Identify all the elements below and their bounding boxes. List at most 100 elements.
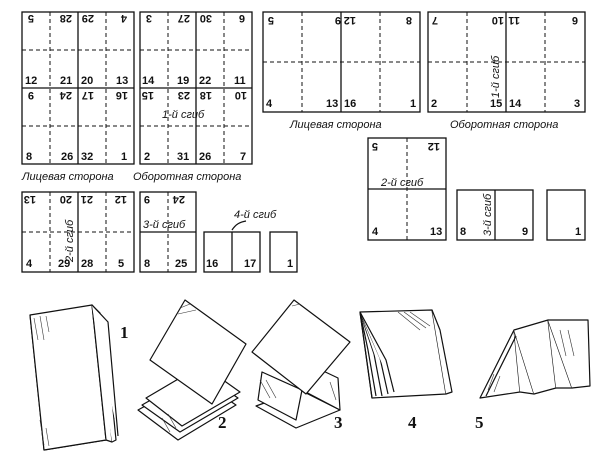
page-a-back-ml-0: 15 [142,89,154,101]
page-c-final-value: 1 [287,258,293,270]
page-b-back-bot-3: 3 [574,98,580,110]
page-c-fold4-0: 16 [206,258,218,270]
page-a-back-ml-1: 23 [178,89,190,101]
page-c-fold2-bot-3: 5 [118,258,124,270]
sheet-c-final-outline [269,231,298,273]
page-a-back-mu-0: 14 [142,75,155,87]
sheet-c-fold2-label: 2-й сгиб [64,219,76,263]
page-a-back-bot-2: 26 [199,151,211,163]
page-b-back-top-0: 7 [432,14,438,26]
page-a-front-top-1: 28 [60,12,72,24]
page-a-back-ml-3: 10 [235,89,247,101]
page-a-back-ml-2: 18 [200,89,212,101]
page-c-fold3-bot-1: 25 [175,258,187,270]
sheet-a-back-caption: Оборотная сторона [133,171,241,183]
page-b-fold2-bot-0: 4 [372,226,379,238]
sheet-a-front-caption: Лицевая сторона [21,171,114,183]
sheet-c-final: 1 [269,231,298,273]
page-a-front-bot-2: 32 [81,151,93,163]
page-b-front-top-1: 9 [335,14,341,26]
page-b-fold2-top-1: 12 [428,140,440,152]
booklet-illustration-4: 4 [359,309,453,432]
page-c-fold3-top-1: 24 [172,193,185,205]
page-c-fold2-top-3: 12 [115,193,127,205]
page-b-fold2-top-0: 5 [372,140,378,152]
page-a-front-mu-2: 20 [81,75,93,87]
page-c-fold2-bot-0: 4 [26,258,33,270]
page-c-fold2-top-1: 20 [60,193,72,205]
page-b-fold2-bot-1: 13 [430,226,442,238]
sheet-c-fold3-label: 3-й сгиб [143,219,186,231]
page-c-fold2-bot-2: 28 [81,258,93,270]
page-c-fold2-top-2: 21 [81,193,93,205]
page-b-front-bot-1: 13 [326,98,338,110]
sheet-b-fold3-label: 3-й сгиб [482,193,494,236]
sheet-b-front: 5 9 12 8 4 13 16 1 Лицевая сторона [262,11,421,131]
page-a-front-top-0: 5 [28,12,34,24]
page-b-fold4-value: 1 [575,226,581,238]
page-b-front-top-3: 8 [406,14,412,26]
page-a-front-ml-1: 24 [59,89,72,101]
page-b-back-top-1: 10 [492,14,504,26]
page-b-back-bot-1: 15 [490,98,502,110]
sheet-b-fold2-label: 2-й сгиб [380,177,424,189]
page-a-back-top-0: 3 [146,12,152,24]
page-c-fold4-1: 17 [244,258,256,270]
page-a-back-bot-0: 2 [144,151,150,163]
sheet-b-back-fold-label: 1-й сгиб [490,55,502,98]
sheet-b-front-caption: Лицевая сторона [289,119,382,131]
page-b-fold3-right: 9 [522,226,528,238]
sheet-a-back-fold-label: 1-й сгиб [162,109,205,121]
page-b-back-bot-0: 2 [431,98,437,110]
page-a-back-mu-3: 11 [234,75,246,87]
sheet-a-front: 5 28 29 4 12 21 20 13 9 24 17 16 8 26 32… [21,11,135,183]
figure-label-2: 2 [218,413,227,432]
page-b-front-bot-3: 1 [410,98,416,110]
page-a-back-mu-2: 22 [199,75,211,87]
page-c-fold3-top-0: 9 [144,193,150,205]
page-a-front-mu-3: 13 [116,75,128,87]
sheet-b-back: 7 10 11 6 1-й сгиб 2 15 14 3 Оборотная с… [427,11,586,131]
page-b-fold3-left: 8 [460,226,466,238]
sheet-b-fold4: 1 [546,189,586,241]
page-a-back-mu-1: 19 [177,75,189,87]
sheet-c-fold4: 4-й сгиб 16 17 [203,209,277,273]
page-c-fold3-bot-0: 8 [144,258,150,270]
booklet-illustration-3: 3 [251,299,351,432]
page-a-back-bot-1: 31 [177,151,189,163]
sheet-c-fold3: 9 24 3-й сгиб 8 25 [139,191,197,273]
fold4-arrow-icon [231,220,247,231]
page-b-back-top-2: 11 [508,14,520,26]
figure-label-1: 1 [120,323,129,342]
page-a-front-mu-1: 21 [60,75,72,87]
page-b-front-top-0: 5 [268,14,274,26]
figure-label-5: 5 [475,413,484,432]
booklet-illustration-5: 5 [475,319,591,432]
page-a-front-bot-3: 1 [121,151,127,163]
page-a-front-ml-0: 9 [28,89,34,101]
page-a-back-top-1: 27 [178,12,190,24]
page-b-back-top-3: 6 [572,14,578,26]
page-b-front-top-2: 12 [344,14,356,26]
booklet-illustration-2: 2 [137,299,247,441]
page-a-front-bot-0: 8 [26,151,32,163]
page-a-front-mu-0: 12 [25,75,37,87]
sheet-c-fold4-label: 4-й сгиб [234,209,277,221]
page-a-back-bot-3: 7 [240,151,246,163]
sheet-b-back-caption: Оборотная сторона [450,119,558,131]
page-a-front-bot-1: 26 [61,151,73,163]
booklet-illustration-1: 1 [29,304,129,451]
sheet-a-back: 3 27 30 6 14 19 22 11 15 23 18 10 1-й сг… [133,11,253,183]
sheet-b-fold3: 3-й сгиб 8 9 [456,189,534,241]
page-a-front-top-3: 4 [120,12,127,24]
sheet-c-fold2: 13 20 21 12 2-й сгиб 4 29 28 5 [21,191,135,273]
page-a-back-top-3: 6 [239,12,245,24]
sheet-b-fold2: 5 12 2-й сгиб 4 13 [367,137,447,241]
page-a-front-ml-2: 17 [82,89,94,101]
page-a-front-top-2: 29 [82,12,94,24]
page-b-front-bot-0: 4 [266,98,273,110]
page-b-front-bot-2: 16 [344,98,356,110]
figure-label-4: 4 [408,413,417,432]
page-c-fold2-bot-1: 29 [58,258,70,270]
